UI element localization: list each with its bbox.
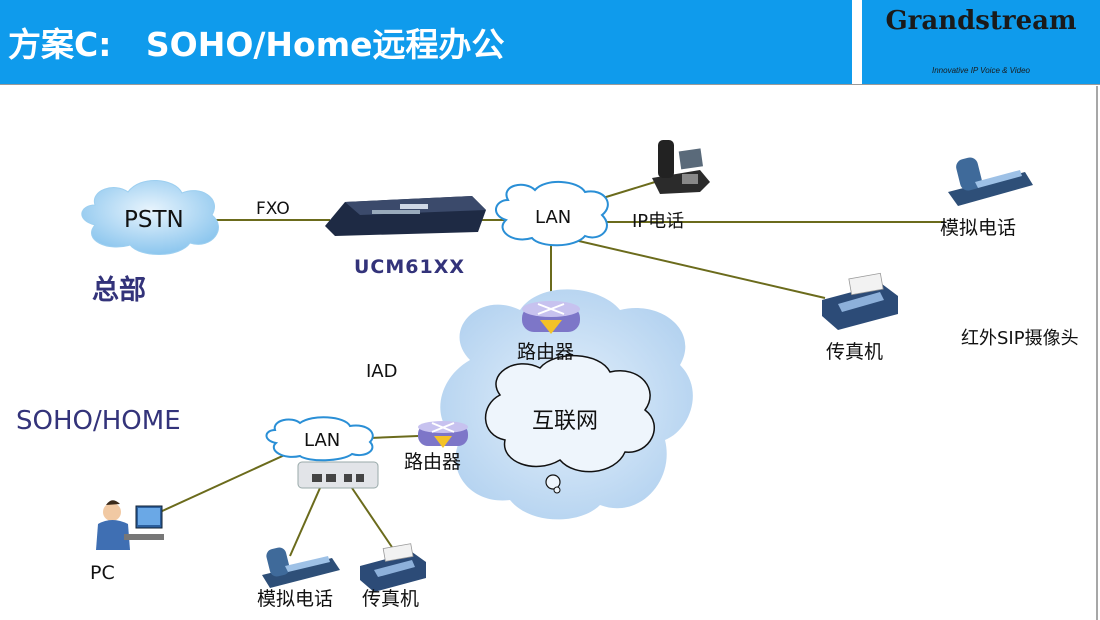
link-soho-lan-pc — [159, 447, 301, 513]
router-soho-label: 路由器 — [404, 451, 462, 473]
link-lan-fax — [539, 231, 826, 299]
ucm-label: UCM61XX — [354, 256, 466, 278]
analog-phone-hq — [948, 157, 1033, 206]
ip-phone — [652, 140, 710, 194]
lan-label-soho: LAN — [304, 430, 341, 451]
link-iad-fax — [351, 487, 399, 557]
header-divider — [0, 84, 1100, 85]
lan-cloud-soho — [265, 416, 374, 462]
lan-cloud-hq — [495, 181, 609, 247]
lan-label-hq: LAN — [535, 207, 572, 228]
page-title: 方案C: SOHO/Home远程办公 — [8, 25, 505, 64]
link-iad-phone — [289, 487, 321, 557]
analog-phone-hq-label: 模拟电话 — [940, 217, 1017, 239]
header-bar — [0, 0, 852, 84]
camera-label: 红外SIP摄像头 — [961, 328, 1079, 349]
fax-hq — [822, 272, 898, 330]
internet-cloud — [440, 289, 693, 520]
router-hq-label: 路由器 — [517, 341, 575, 363]
ucm-device — [325, 196, 486, 236]
analog-phone-soho — [262, 547, 340, 588]
pc-label: PC — [90, 562, 115, 584]
link-soho-lan-router — [369, 435, 419, 439]
ip-phone-label: IP电话 — [632, 211, 685, 232]
router-soho — [418, 421, 468, 448]
hq-label: 总部 — [92, 275, 146, 306]
pstn-cloud — [81, 179, 219, 255]
logo: Grandstream — [885, 6, 1077, 36]
pc-workstation — [96, 500, 164, 550]
analog-phone-soho-label: 模拟电话 — [257, 588, 334, 610]
iad-device — [297, 461, 379, 489]
pstn-label: PSTN — [124, 207, 184, 233]
internet-label: 互联网 — [532, 409, 599, 434]
soho-label: SOHO/HOME — [16, 406, 181, 436]
logo-panel: Grandstream Innovative IP Voice & Video — [862, 0, 1100, 84]
fax-hq-label: 传真机 — [826, 341, 884, 363]
fxo-label: FXO — [256, 199, 290, 219]
iad-label: IAD — [366, 361, 398, 382]
router-hq — [522, 301, 580, 334]
fax-soho — [360, 543, 426, 592]
logo-tagline: Innovative IP Voice & Video — [932, 66, 1030, 75]
fax-soho-label: 传真机 — [362, 588, 420, 610]
